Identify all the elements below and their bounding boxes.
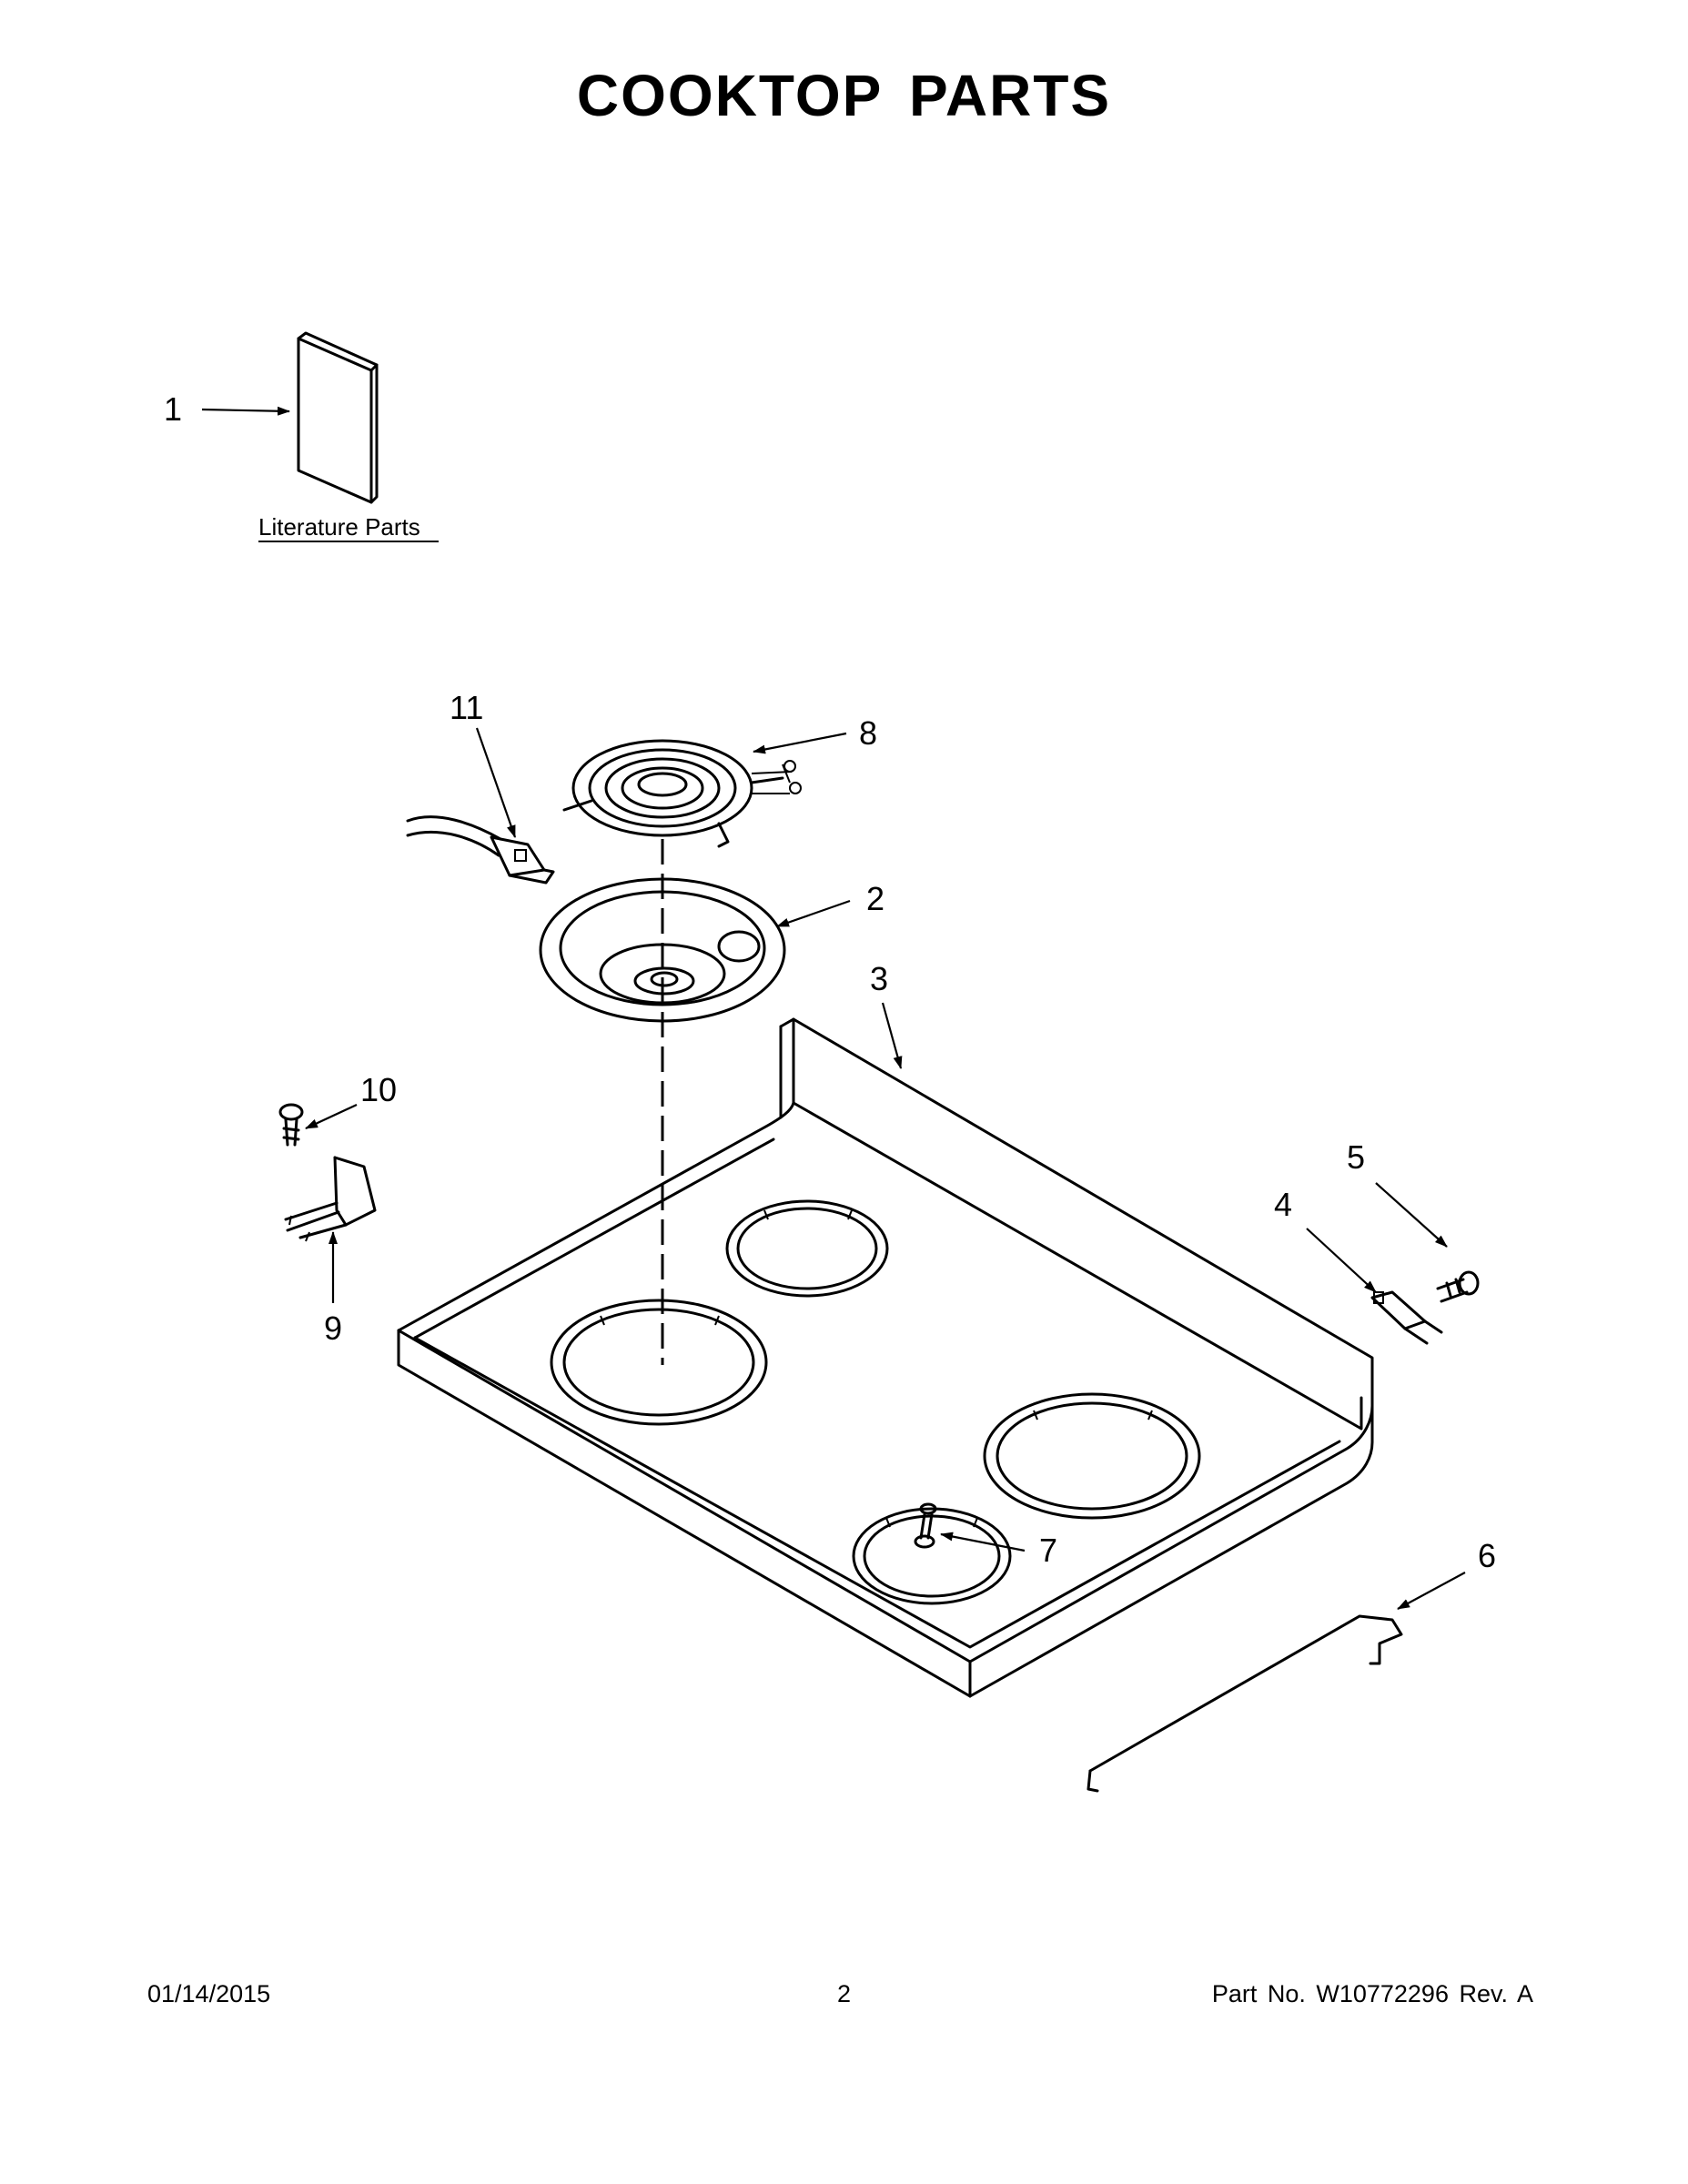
callout-6: 6 [1478, 1537, 1496, 1574]
callout-5-arrow [1375, 1182, 1448, 1248]
terminal-block-icon [406, 815, 555, 885]
callout-2: 2 [866, 880, 884, 917]
literature-parts-label: Literature Parts [258, 513, 420, 541]
callout-8-arrow [753, 732, 847, 754]
callout-5: 5 [1347, 1138, 1365, 1176]
callout-9: 9 [324, 1309, 342, 1347]
bracket-4-icon [1370, 1290, 1443, 1345]
callout-3: 3 [870, 960, 888, 997]
receptacle-bracket-icon [284, 1156, 377, 1242]
page-title: COOKTOP PARTS [576, 63, 1112, 128]
callout-1-arrow [201, 406, 290, 416]
surface-element-icon [562, 739, 802, 848]
callout-1: 1 [164, 390, 182, 428]
callout-2-arrow [776, 899, 851, 928]
footer-page-number: 2 [836, 1980, 852, 2007]
callout-10-arrow [305, 1104, 358, 1129]
cooktop-icon [397, 1017, 1374, 1698]
callout-6-arrow [1397, 1572, 1466, 1610]
callout-4: 4 [1274, 1186, 1292, 1223]
callout-3-arrow [881, 1002, 903, 1069]
footer-date: 01/14/2015 [147, 1980, 271, 2007]
callout-7: 7 [1039, 1532, 1057, 1569]
callout-8: 8 [859, 714, 877, 752]
literature-booklet-icon [297, 331, 379, 504]
callout-11: 11 [450, 689, 483, 726]
screw-7-icon [914, 1502, 937, 1549]
support-rod-icon [1087, 1614, 1403, 1793]
callout-4-arrow [1306, 1228, 1377, 1293]
callout-7-arrow [940, 1532, 1026, 1552]
callout-11-arrow [475, 727, 517, 838]
screw-5-icon [1436, 1270, 1480, 1303]
screw-10-icon [278, 1103, 304, 1147]
footer-part-number: Part No. W10772296 Rev. A [1211, 1980, 1533, 2007]
callout-10: 10 [360, 1071, 397, 1108]
